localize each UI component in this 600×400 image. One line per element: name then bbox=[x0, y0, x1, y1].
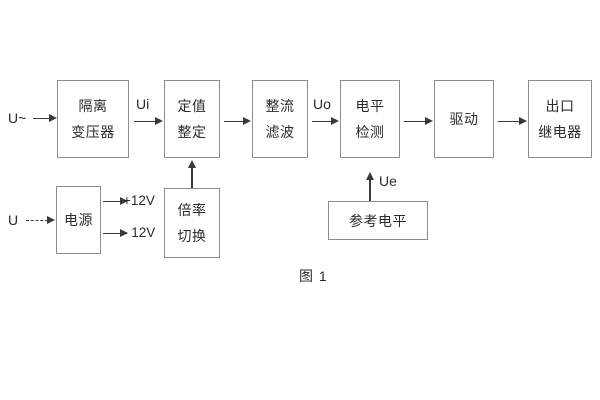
arrow-rectify-filter-to-level-detection bbox=[312, 116, 340, 126]
block-output-relay: 出口 继电器 bbox=[528, 80, 592, 158]
arrow-head bbox=[243, 116, 251, 125]
arrow-head bbox=[120, 228, 128, 237]
arrow-multiplier-switch-to-setting-value bbox=[187, 160, 197, 188]
arrow-shaft bbox=[369, 180, 371, 201]
block-line-1: 定值 bbox=[177, 98, 207, 114]
block-power-supply: 电源 bbox=[56, 186, 101, 254]
arrow-head bbox=[47, 215, 55, 224]
arrow-shaft bbox=[404, 120, 426, 122]
arrow-reference-level-to-level-detection bbox=[365, 172, 375, 201]
block-line-1: 整流 bbox=[265, 98, 295, 114]
block-line-1: 驱动 bbox=[449, 111, 479, 127]
arrow-power-supply-to-rail-positive bbox=[103, 196, 129, 206]
ac-input-label: U~ bbox=[8, 110, 27, 126]
block-setting-value: 定值 整定 bbox=[164, 80, 220, 158]
arrow-head bbox=[120, 196, 128, 205]
block-line-1: 出口 bbox=[545, 98, 575, 114]
signal-label-ui: Ui bbox=[136, 96, 150, 112]
block-line-2: 整定 bbox=[177, 124, 207, 140]
arrow-shaft bbox=[134, 120, 156, 122]
arrow-dc-input-to-power-supply bbox=[26, 215, 56, 225]
block-line-2: 检测 bbox=[355, 124, 385, 140]
block-level-detection: 电平 检测 bbox=[340, 80, 400, 158]
dc-input-label: U bbox=[8, 212, 19, 228]
arrow-head bbox=[155, 116, 163, 125]
block-line-2: 滤波 bbox=[265, 124, 295, 140]
block-multiplier-switch: 倍率 切换 bbox=[164, 188, 220, 258]
rail-negative-label: - 12V bbox=[123, 225, 156, 240]
block-line-1: 电源 bbox=[64, 212, 93, 228]
arrow-ac-input-to-isolation-transformer bbox=[33, 113, 57, 123]
arrow-head bbox=[49, 113, 57, 122]
arrow-shaft bbox=[224, 120, 244, 122]
arrow-shaft bbox=[33, 117, 50, 119]
arrow-head bbox=[187, 160, 196, 168]
block-rectify-filter: 整流 滤波 bbox=[252, 80, 308, 158]
signal-label-ue: Ue bbox=[379, 173, 397, 189]
arrow-power-supply-to-rail-negative bbox=[103, 228, 129, 238]
block-isolation-transformer: 隔离 变压器 bbox=[57, 80, 129, 158]
figure-caption: 图 1 bbox=[299, 268, 328, 284]
block-line-2: 变压器 bbox=[71, 124, 115, 140]
arrow-setting-value-to-rectify-filter bbox=[224, 116, 252, 126]
block-drive: 驱动 bbox=[434, 80, 494, 158]
arrow-drive-to-output-relay bbox=[498, 116, 528, 126]
block-line-1: 参考电平 bbox=[349, 212, 407, 229]
block-line-1: 电平 bbox=[355, 98, 385, 114]
arrow-level-detection-to-drive bbox=[404, 116, 434, 126]
arrow-shaft bbox=[103, 232, 121, 234]
arrow-isolation-transformer-to-setting-value bbox=[134, 116, 164, 126]
arrow-head bbox=[425, 116, 433, 125]
block-line-1: 隔离 bbox=[78, 98, 108, 114]
arrow-head bbox=[365, 172, 374, 180]
arrow-shaft bbox=[498, 120, 520, 122]
arrow-shaft bbox=[103, 200, 121, 202]
block-reference-level: 参考电平 bbox=[328, 201, 428, 240]
arrow-head bbox=[519, 116, 527, 125]
block-line-2: 切换 bbox=[177, 228, 207, 244]
arrow-head bbox=[331, 116, 339, 125]
block-line-1: 倍率 bbox=[177, 202, 207, 218]
arrow-shaft bbox=[312, 120, 332, 122]
arrow-shaft bbox=[26, 219, 48, 221]
signal-label-uo: Uo bbox=[313, 96, 331, 112]
rail-positive-label: +12V bbox=[123, 193, 155, 208]
block-line-2: 继电器 bbox=[538, 124, 582, 140]
arrow-shaft bbox=[191, 168, 193, 188]
